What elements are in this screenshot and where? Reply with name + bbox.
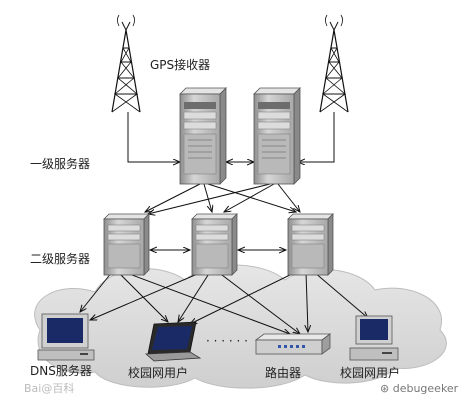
- campus-user-label-left: 校园网用户: [128, 366, 189, 380]
- gps-receiver-label: GPS接收器: [150, 58, 211, 72]
- router-label: 路由器: [265, 366, 302, 380]
- laptop-icon: [144, 321, 202, 362]
- antenna-tower-icon: [111, 14, 141, 113]
- watermark-right: ⊛ debugeeker: [380, 382, 458, 395]
- workstation-icon: [349, 315, 399, 361]
- tower-server-icon: [287, 213, 334, 276]
- campus-user-label-right: 校园网用户: [340, 366, 401, 380]
- tower-server-icon: [179, 87, 227, 185]
- antenna-tower-icon: [319, 14, 349, 113]
- dns-server-label: DNS服务器: [30, 364, 92, 378]
- tier1-server-label: 一级服务器: [30, 157, 91, 171]
- workstation-icon: [37, 313, 95, 361]
- tower-server-icon: [253, 87, 301, 185]
- tier2-server-label: 二级服务器: [30, 252, 91, 266]
- wechat-icon: ⊛: [380, 382, 393, 395]
- watermark-right-text: debugeeker: [392, 382, 459, 395]
- ellipsis-dots: · · · · · ·: [206, 334, 248, 348]
- tower-server-icon: [103, 213, 150, 276]
- connections: [80, 112, 368, 334]
- router-icon: [254, 333, 332, 355]
- tower-server-icon: [191, 213, 238, 276]
- network-cloud: [34, 264, 447, 389]
- watermark-left: Bai@百科: [24, 382, 75, 395]
